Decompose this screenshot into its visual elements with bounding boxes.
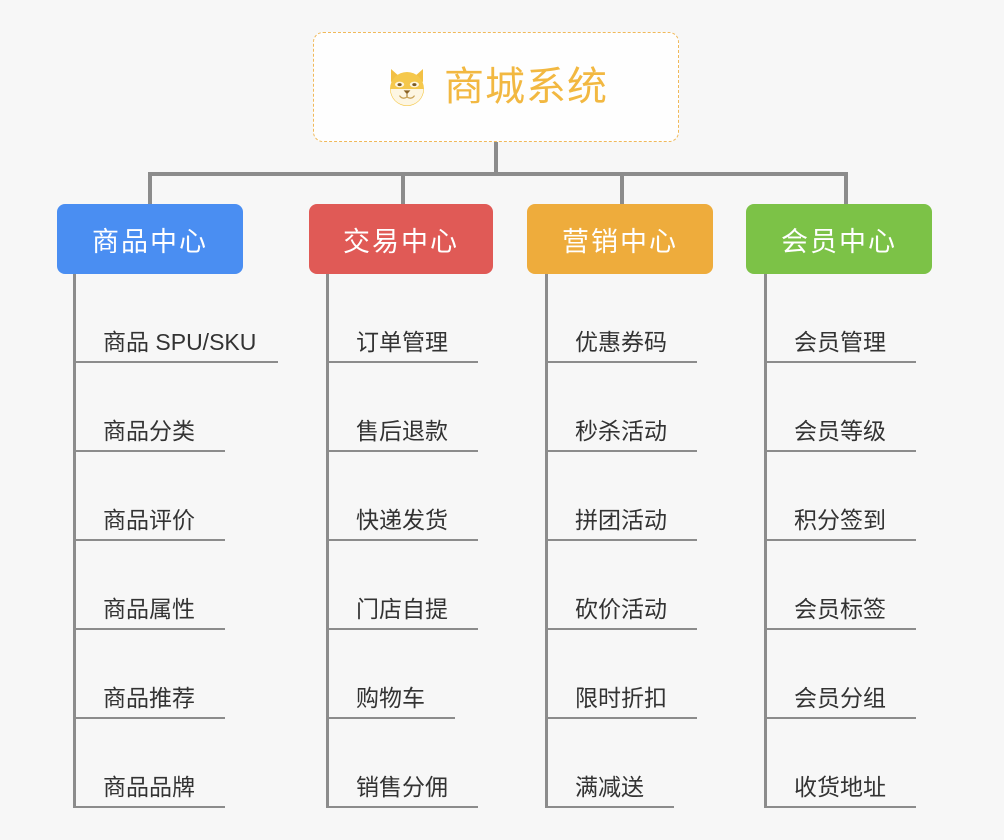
leaf-item-label: 商品 SPU/SKU xyxy=(103,329,257,355)
leaf-item-label: 订单管理 xyxy=(356,329,448,355)
category-box-member-center[interactable]: 会员中心 xyxy=(746,204,932,274)
category-box-product-center[interactable]: 商品中心 xyxy=(57,204,243,274)
connector-drop-1 xyxy=(148,172,152,206)
leaf-item-label: 商品推荐 xyxy=(103,685,195,711)
leaf-item[interactable]: 快递发货 xyxy=(326,452,478,541)
leaf-item[interactable]: 门店自提 xyxy=(326,541,478,630)
leaf-spine-2 xyxy=(326,274,329,808)
leaf-item-label: 门店自提 xyxy=(356,596,448,622)
leaf-spine-3 xyxy=(545,274,548,808)
leaf-item[interactable]: 商品品牌 xyxy=(73,719,225,808)
category-box-trade-center[interactable]: 交易中心 xyxy=(309,204,493,274)
leaf-item[interactable]: 会员等级 xyxy=(764,363,916,452)
leaf-item-label: 销售分佣 xyxy=(356,774,448,800)
leaf-item[interactable]: 商品属性 xyxy=(73,541,225,630)
leaf-item[interactable]: 积分签到 xyxy=(764,452,916,541)
category-label-member-center: 会员中心 xyxy=(781,226,897,257)
leaf-item[interactable]: 优惠券码 xyxy=(545,274,697,363)
leaf-item-label: 秒杀活动 xyxy=(575,418,667,444)
root-node-content: 商城系统 xyxy=(384,64,608,110)
root-node-shop-system[interactable]: 商城系统 xyxy=(313,32,679,142)
leaf-item[interactable]: 购物车 xyxy=(326,630,455,719)
leaf-item-label: 商品属性 xyxy=(103,596,195,622)
category-label-product-center: 商品中心 xyxy=(92,226,208,257)
root-node-title: 商城系统 xyxy=(444,65,608,109)
connector-drop-3 xyxy=(620,172,624,206)
leaf-item[interactable]: 拼团活动 xyxy=(545,452,697,541)
leaf-item-label: 会员分组 xyxy=(794,685,886,711)
leaf-item-label: 商品分类 xyxy=(103,418,195,444)
leaf-item[interactable]: 满减送 xyxy=(545,719,674,808)
connector-root-stem xyxy=(494,142,498,176)
leaf-item-label: 商品评价 xyxy=(103,507,195,533)
connector-drop-4 xyxy=(844,172,848,206)
leaf-item-label: 快递发货 xyxy=(356,507,448,533)
leaf-item-label: 满减送 xyxy=(575,774,644,800)
leaf-item-label: 购物车 xyxy=(356,685,425,711)
leaf-item-label: 拼团活动 xyxy=(575,507,667,533)
category-box-marketing-center[interactable]: 营销中心 xyxy=(527,204,713,274)
connector-drop-2 xyxy=(401,172,405,206)
leaf-spine-1 xyxy=(73,274,76,808)
leaf-item[interactable]: 会员管理 xyxy=(764,274,916,363)
leaf-item[interactable]: 收货地址 xyxy=(764,719,916,808)
leaf-item[interactable]: 商品评价 xyxy=(73,452,225,541)
leaf-item-label: 售后退款 xyxy=(356,418,448,444)
leaf-item[interactable]: 限时折扣 xyxy=(545,630,697,719)
category-label-trade-center: 交易中心 xyxy=(343,226,459,257)
leaf-item[interactable]: 商品推荐 xyxy=(73,630,225,719)
leaf-item[interactable]: 商品 SPU/SKU xyxy=(73,274,278,363)
leaf-item[interactable]: 秒杀活动 xyxy=(545,363,697,452)
leaf-item[interactable]: 售后退款 xyxy=(326,363,478,452)
leaf-item[interactable]: 会员分组 xyxy=(764,630,916,719)
connector-horizontal-bus xyxy=(148,172,848,176)
leaf-item-label: 会员标签 xyxy=(794,596,886,622)
category-label-marketing-center: 营销中心 xyxy=(562,226,678,257)
leaf-item[interactable]: 会员标签 xyxy=(764,541,916,630)
leaf-item-label: 优惠券码 xyxy=(575,329,667,355)
leaf-item-label: 收货地址 xyxy=(794,774,886,800)
leaf-item-label: 会员管理 xyxy=(794,329,886,355)
leaf-item[interactable]: 商品分类 xyxy=(73,363,225,452)
leaf-spine-4 xyxy=(764,274,767,808)
leaf-item-label: 商品品牌 xyxy=(103,774,195,800)
leaf-item-label: 会员等级 xyxy=(794,418,886,444)
leaf-item-label: 限时折扣 xyxy=(575,685,667,711)
leaf-item[interactable]: 订单管理 xyxy=(326,274,478,363)
leaf-item-label: 积分签到 xyxy=(794,507,886,533)
leaf-item-label: 砍价活动 xyxy=(575,596,667,622)
shiba-dog-face-icon xyxy=(384,64,430,110)
leaf-item[interactable]: 砍价活动 xyxy=(545,541,697,630)
leaf-item[interactable]: 销售分佣 xyxy=(326,719,478,808)
